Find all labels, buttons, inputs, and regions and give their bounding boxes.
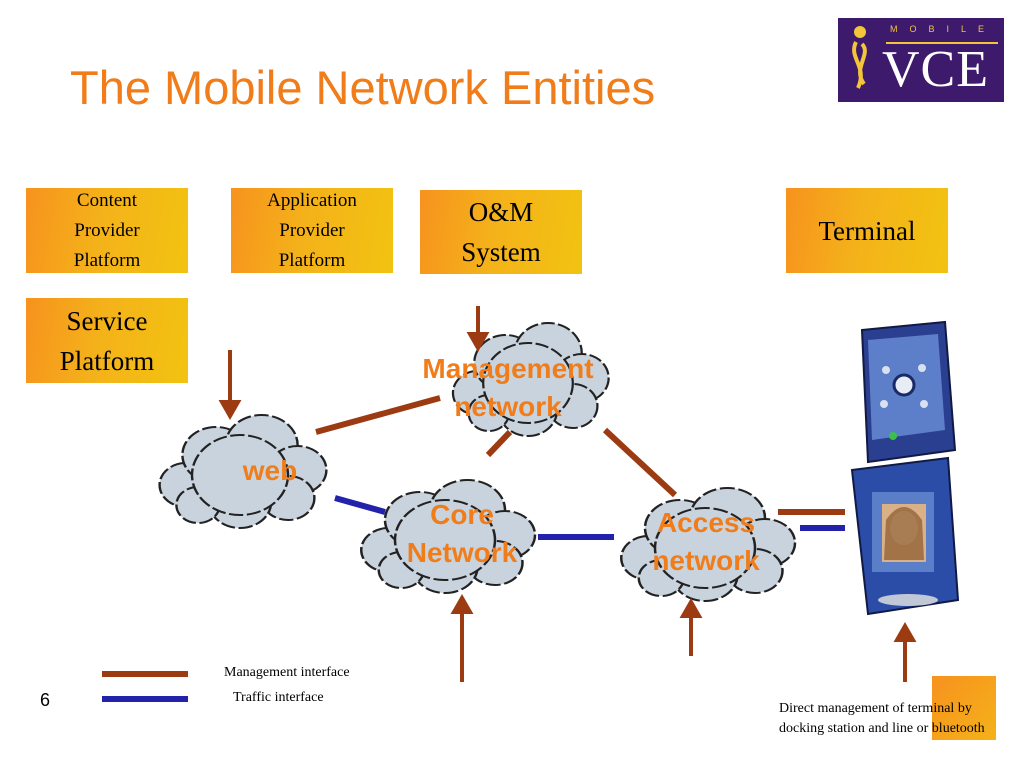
management-network-label: Management network — [422, 353, 594, 422]
core-network-label: Core Network — [406, 499, 518, 568]
access-network-label: Access network — [652, 507, 760, 576]
slide-title: The Mobile Network Entities — [70, 61, 656, 114]
service-arrow-head — [218, 400, 242, 421]
core-arrow-head — [450, 593, 474, 614]
legend-traffic-label: Traffic interface — [233, 690, 324, 705]
legend-management-label: Management interface — [224, 665, 350, 680]
management-access-link — [602, 427, 678, 498]
content-provider-platform-box: Content Provider Platform — [26, 188, 188, 273]
application-provider-platform-box: Application Provider Platform — [231, 188, 393, 273]
web-management-link — [315, 395, 441, 435]
terminal-box: Terminal — [786, 188, 948, 273]
terminal-arrow-head — [893, 621, 917, 642]
web-core-traffic-link — [334, 495, 386, 515]
access-arrow-head — [679, 597, 703, 618]
figure-icon — [852, 26, 867, 89]
logo-mobile-text: MOBILE — [890, 24, 997, 34]
mobile-vce-logo: MOBILE VCE — [838, 18, 1004, 102]
orange-brand-square — [932, 676, 996, 740]
page-number: 6 — [40, 690, 51, 710]
mobile-phone-image — [850, 320, 960, 616]
om-system-box: O&M System — [420, 190, 582, 274]
service-platform-box: Service Platform — [26, 298, 188, 383]
om-arrow-head — [466, 332, 490, 353]
logo-divider — [886, 42, 998, 44]
web-label: web — [242, 455, 298, 486]
logo-vce-text: VCE — [882, 41, 989, 98]
management-core-link — [485, 429, 513, 458]
terminal-management-note: Direct management of terminal by docking… — [779, 701, 985, 736]
